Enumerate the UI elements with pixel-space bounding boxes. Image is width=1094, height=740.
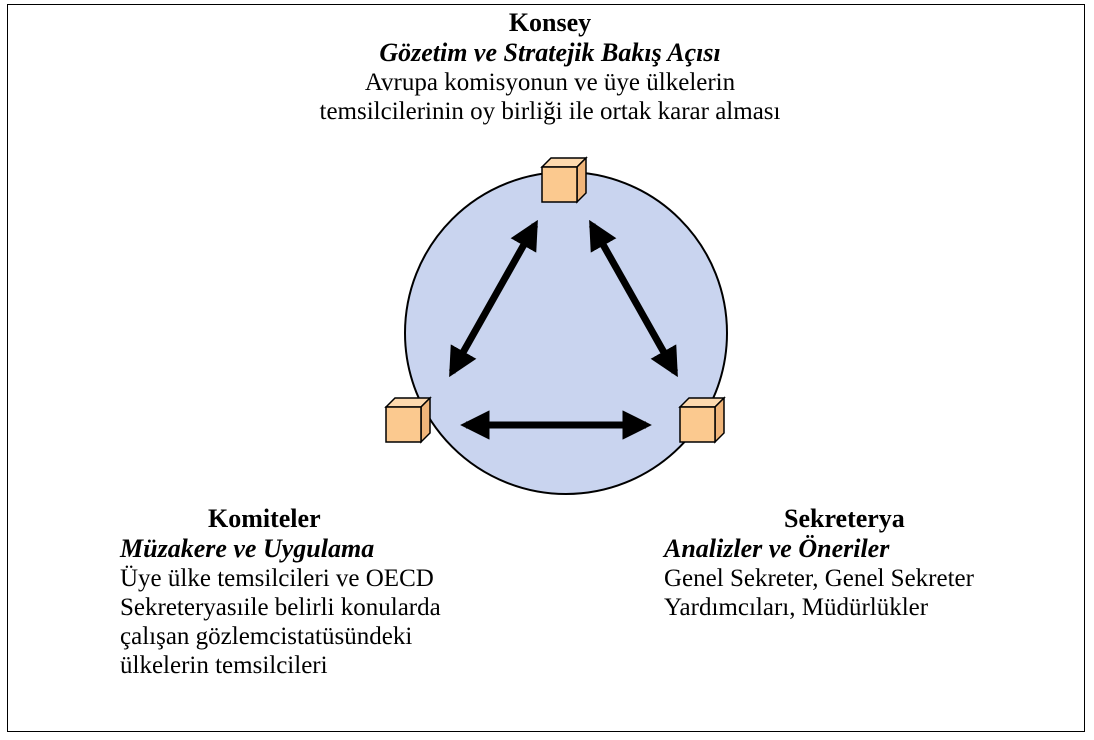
komiteler-title: Komiteler bbox=[208, 504, 321, 533]
sekreterya-subtitle: Analizler ve Öneriler bbox=[664, 534, 890, 563]
diagram-frame bbox=[7, 4, 1085, 732]
arrow-konsey-sekreterya bbox=[588, 219, 679, 378]
komiteler-line: çalışan gözlemcistatüsündeki bbox=[120, 623, 413, 650]
konsey-line: temsilcilerinin oy birliği ile ortak kar… bbox=[319, 98, 781, 125]
komiteler-line: Sekreteryasıile belirli konularda bbox=[120, 594, 441, 621]
cube-sekreterya bbox=[678, 396, 726, 444]
sekreterya-line: Genel Sekreter, Genel Sekreter bbox=[664, 565, 974, 592]
cube-konsey bbox=[540, 156, 588, 204]
konsey-title: Konsey bbox=[508, 8, 592, 37]
komiteler-line: Üye ülke temsilcileri ve OECD bbox=[120, 565, 434, 592]
sekreterya-line: Yardımcıları, Müdürlükler bbox=[664, 594, 929, 621]
central-circle bbox=[404, 171, 728, 495]
sekreterya-title: Sekreterya bbox=[784, 504, 905, 533]
komiteler-subtitle: Müzakere ve Uygulama bbox=[120, 534, 375, 563]
sekreterya-block: Sekreterya Analizler ve Öneriler Genel S… bbox=[664, 504, 1064, 622]
konsey-subtitle: Gözetim ve Stratejik Bakış Açısı bbox=[379, 38, 721, 67]
komiteler-line: ülkelerin temsilcileri bbox=[120, 652, 328, 679]
konsey-line: Avrupa komisyonun ve üye ülkelerin bbox=[364, 69, 736, 96]
komiteler-block: Komiteler Müzakere ve Uygulama Üye ülke … bbox=[120, 504, 580, 680]
cube-komiteler bbox=[384, 396, 432, 444]
konsey-block: Konsey Gözetim ve Stratejik Bakış Açısı … bbox=[260, 8, 840, 126]
arrow-konsey-komiteler bbox=[448, 219, 539, 378]
